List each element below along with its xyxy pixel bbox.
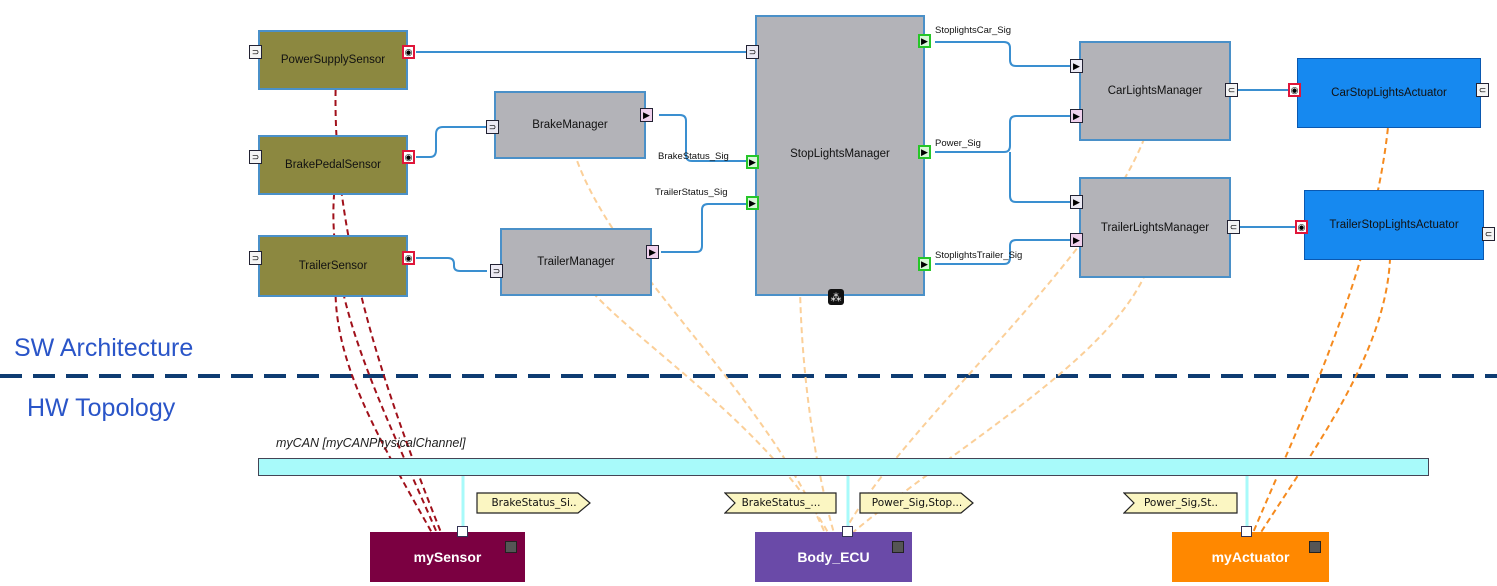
port-in-icon[interactable]: ⊃ [746,45,759,59]
port-out-icon[interactable]: ◉ [402,150,415,164]
power-supply-sensor[interactable]: PowerSupplySensor [258,30,408,90]
wire-power-trailerlights [1009,152,1070,203]
bus-label: myCAN [myCANPhysicalChannel] [276,436,466,450]
can-bus[interactable] [258,458,1429,476]
car-stop-lights-actuator-label: CarStopLightsActuator [1331,87,1447,99]
ecu-label: mySensor [413,549,482,565]
port-signal-icon[interactable]: ▶ [746,196,759,210]
frame-label: BrakeStatus_... [741,497,821,509]
wire-trailermanager-stoplights [661,203,748,253]
port-client-icon[interactable]: ⊂ [1225,83,1238,97]
mapping-actuator [1249,104,1390,541]
wire-power-carlights [935,115,1070,153]
signal-label: Power_Sig [935,138,981,149]
signal-label: StoplightsTrailer_Sig [935,250,1023,261]
wire-trailersensor-trailermanager [416,257,487,272]
trailer-sensor-label: TrailerSensor [298,260,368,272]
ecu-body[interactable]: Body_ECU [755,532,912,582]
car-lights-manager[interactable]: CarLightsManager [1079,41,1231,141]
port-send-icon[interactable]: ▶ [640,108,653,122]
frame-label: Power_Sig,Stop... [871,497,963,509]
ecu-my-actuator[interactable]: myActuator [1172,532,1329,582]
ecu-connector-icon[interactable] [1241,526,1252,537]
signal-label: TrailerStatus_Sig [655,187,728,198]
wire-stoplightscar-carlights [935,41,1070,67]
port-client-icon[interactable]: ⊂ [1482,227,1495,241]
port-client-icon[interactable]: ⊂ [1476,83,1489,97]
chip-icon [505,541,517,553]
port-out-icon[interactable]: ◉ [1288,83,1301,97]
port-send-icon[interactable]: ▶ [1070,233,1083,247]
chip-icon [892,541,904,553]
port-in-icon[interactable]: ⊃ [249,251,262,265]
trailer-lights-manager-label: TrailerLightsManager [1100,221,1210,234]
frame-tx-sensor[interactable]: BrakeStatus_Si.. [476,492,592,514]
trailer-manager-label: TrailerManager [537,256,615,268]
ecu-connector-icon[interactable] [842,526,853,537]
frame-label: Power_Sig,St.. [1143,497,1219,509]
port-in-icon[interactable]: ⊃ [249,45,262,59]
frame-label: BrakeStatus_Si.. [491,497,577,509]
port-signal-icon[interactable]: ▶ [746,155,759,169]
port-out-icon[interactable]: ◉ [402,251,415,265]
brake-manager-label: BrakeManager [532,119,608,131]
car-stop-lights-actuator[interactable]: CarStopLightsActuator [1297,58,1481,128]
port-in-icon[interactable]: ▶ [1070,59,1083,73]
port-in-icon[interactable]: ▶ [1070,195,1083,209]
port-in-icon[interactable]: ⊃ [249,150,262,164]
wire-stoplightstrailer-trailerlights [935,239,1070,265]
stop-lights-manager[interactable]: StopLightsManager [755,15,925,296]
ecu-label: myActuator [1211,549,1290,565]
frame-tx-body[interactable]: Power_Sig,Stop... [859,492,975,514]
port-out-icon[interactable]: ◉ [402,45,415,59]
bus-stubs [461,476,1249,526]
trailer-stop-lights-actuator[interactable]: TrailerStopLightsActuator [1304,190,1484,260]
ecu-connector-icon[interactable] [457,526,468,537]
brake-pedal-sensor-label: BrakePedalSensor [285,159,381,171]
trailer-manager[interactable]: TrailerManager [500,228,652,296]
trailer-stop-lights-actuator-label: TrailerStopLightsActuator [1329,219,1459,231]
port-in-icon[interactable]: ⊃ [486,120,499,134]
car-lights-manager-label: CarLightsManager [1107,85,1203,97]
brake-manager[interactable]: BrakeManager [494,91,646,159]
sw-architecture-label: SW Architecture [14,334,194,362]
signal-label: StoplightsCar_Sig [935,25,1012,36]
trailer-lights-manager[interactable]: TrailerLightsManager [1079,177,1231,278]
ecu-my-sensor[interactable]: mySensor [370,532,525,582]
port-signal-icon[interactable]: ▶ [918,34,931,48]
stop-lights-manager-label: StopLightsManager [790,147,890,160]
wire-brakepedal-brakemanager [416,126,487,158]
port-out-icon[interactable]: ◉ [1295,220,1308,234]
port-signal-icon[interactable]: ▶ [918,257,931,271]
port-in-icon[interactable]: ⊃ [490,264,503,278]
port-send-icon[interactable]: ▶ [1070,109,1083,123]
connectors [416,41,1295,272]
signal-label: BrakeStatus_Sig [658,151,729,162]
chip-icon [1309,541,1321,553]
ecu-label: Body_ECU [797,549,870,565]
frame-rx-body[interactable]: BrakeStatus_... [724,492,838,514]
port-send-icon[interactable]: ▶ [646,245,659,259]
power-supply-sensor-label: PowerSupplySensor [280,54,386,66]
component-gear-icon: ⁂ [828,289,844,305]
trailer-sensor[interactable]: TrailerSensor [258,235,408,297]
port-client-icon[interactable]: ⊂ [1227,220,1240,234]
brake-pedal-sensor[interactable]: BrakePedalSensor [258,135,408,195]
frame-rx-actuator[interactable]: Power_Sig,St.. [1123,492,1239,514]
hw-topology-label: HW Topology [27,394,176,422]
wire-brakemanager-stoplights [659,114,748,162]
port-signal-icon[interactable]: ▶ [918,145,931,159]
